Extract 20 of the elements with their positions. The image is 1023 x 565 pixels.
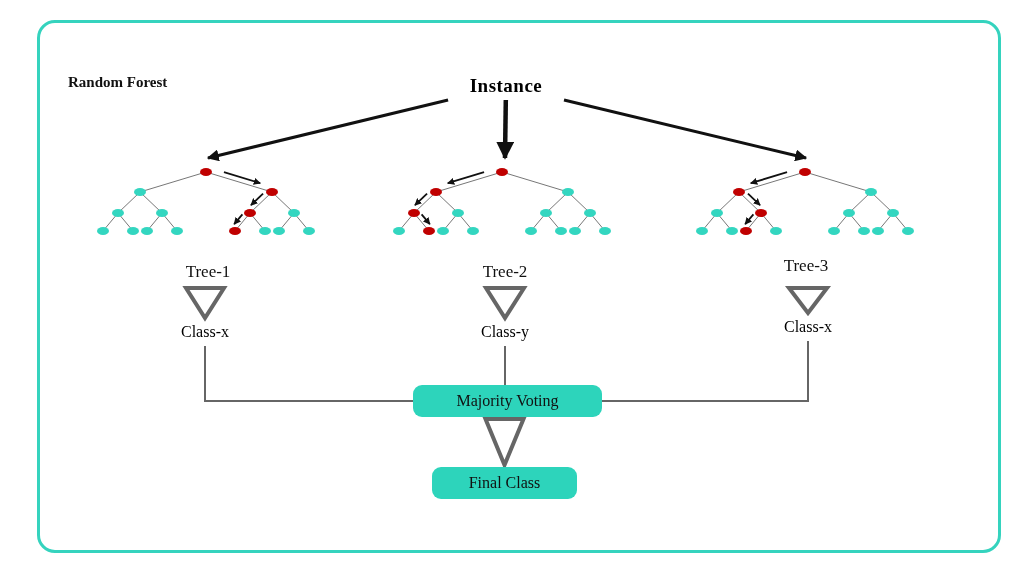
chevron-arrow [784,286,832,317]
frame-label: Random Forest [68,74,168,91]
tree-label: Tree-3 [782,256,830,276]
tree-label: Tree-2 [481,262,529,282]
class-label: Class-y [460,320,550,344]
chevron-arrow [482,286,528,322]
class-label: Class-x [160,320,250,344]
class-label: Class-x [763,315,853,339]
arrow [496,99,515,160]
output-box: Final Class [432,467,577,499]
input-label: Instance [448,72,564,100]
tree-label: Tree-1 [184,262,232,282]
connector-line [601,340,809,402]
arrow [206,98,449,162]
chevron-arrow [182,286,228,322]
connector-line [204,345,414,402]
connector-line [504,345,506,386]
arrow [563,98,808,162]
process-box: Majority Voting [413,385,602,417]
diagram-frame [37,20,1001,553]
